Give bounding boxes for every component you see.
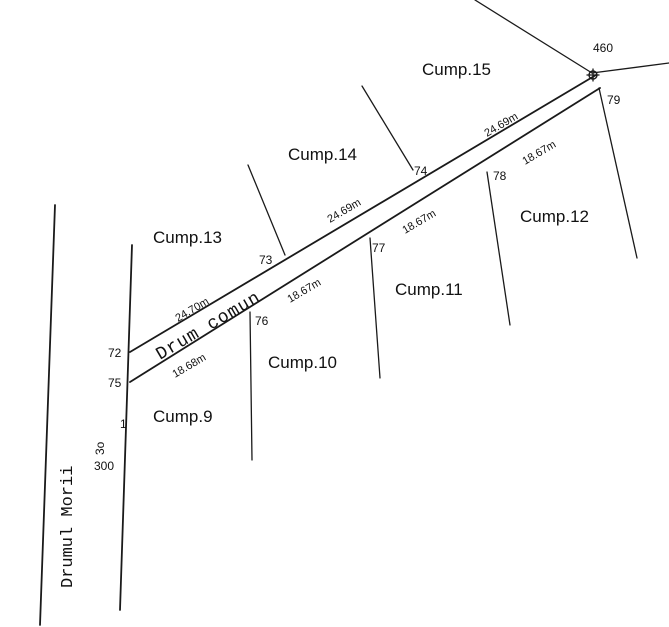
point-label-76: 76: [255, 314, 269, 328]
drumul-morii-edge-right: [119, 244, 133, 611]
boundary-15-east: [591, 62, 669, 74]
distance-73-74: 24.69m: [325, 197, 363, 226]
boundary-15-north: [474, 0, 593, 74]
parcel-label-14: Cump.14: [288, 145, 357, 164]
point-label-460: 460: [593, 41, 613, 55]
boundary-10-11: [369, 237, 381, 379]
point-label-77: 77: [372, 241, 386, 255]
common-road-lower-edge: [129, 87, 601, 383]
boundary-9-10: [249, 311, 253, 461]
distance-78-79: 18.67m: [520, 139, 558, 168]
parcel-label-12: Cump.12: [520, 207, 589, 226]
drumul-morii-label: Drumul Morii: [59, 466, 78, 588]
point-label-72: 72: [108, 346, 122, 360]
distance-77-78: 18.67m: [400, 208, 438, 237]
boundary-12-east: [598, 87, 638, 259]
point-label-1: 1: [120, 417, 127, 431]
parcel-label-11: Cump.11: [395, 280, 463, 299]
road-marker-label: 3o: [93, 441, 107, 455]
parcel-label-9: Cump.9: [153, 407, 213, 426]
parcel-label-10: Cump.10: [268, 353, 337, 372]
point-label-78: 78: [493, 169, 507, 183]
boundary-11-12: [486, 171, 511, 326]
parcel-label-15: Cump.15: [422, 60, 491, 79]
parcel-label-13: Cump.13: [153, 228, 222, 247]
point-label-73: 73: [259, 253, 273, 267]
common-road-upper-edge: [129, 74, 597, 353]
point-label-75: 75: [108, 376, 122, 390]
drumul-morii-edge-left: [39, 204, 56, 626]
boundary-13-14: [247, 164, 286, 256]
survey-point-marker: [586, 68, 600, 82]
boundary-14-15: [361, 85, 414, 171]
point-label-300: 300: [94, 459, 114, 473]
point-label-74: 74: [414, 164, 428, 178]
distance-74-460: 24.69m: [482, 111, 520, 140]
common-road-label: Drum comun: [153, 288, 265, 365]
point-label-79: 79: [607, 93, 621, 107]
